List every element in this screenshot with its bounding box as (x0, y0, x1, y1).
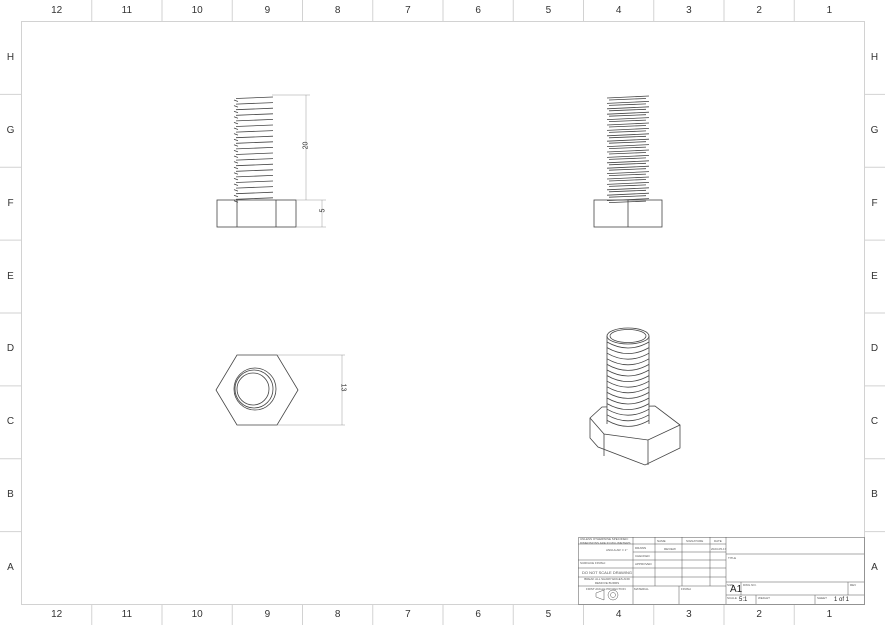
row-label-F: F (7, 197, 14, 209)
column-label-1: 1 (826, 609, 833, 620)
drawn-name: REVIEW (664, 547, 676, 551)
column-label-6: 6 (475, 5, 481, 16)
column-label-5: 5 (545, 5, 552, 16)
header-date: DATE (714, 539, 722, 543)
column-label-4: 4 (615, 609, 622, 620)
column-label-9: 9 (264, 609, 271, 620)
column-label-4: 4 (615, 5, 622, 16)
column-label-8: 8 (334, 5, 341, 16)
scale-label: SCALE (727, 596, 737, 600)
drawn-label: DRAWN (635, 546, 647, 550)
column-label-6: 6 (475, 609, 481, 620)
column-label-12: 12 (51, 609, 63, 620)
finish-label: FINISH (681, 587, 691, 591)
general-notes: UNLESS OTHERWISE SPECIFIED: DIMENSIONS A… (580, 537, 631, 545)
surface-finish: SURFACE FINISH: (580, 561, 606, 565)
isometric-view (589, 327, 681, 466)
row-label-H: H (6, 51, 15, 63)
row-label-E: E (871, 270, 878, 282)
column-label-3: 3 (686, 5, 692, 16)
checked-label: CHECKED (635, 554, 650, 558)
column-label-3: 3 (686, 609, 692, 620)
angular-tolerance: ANGULAR: ± 1° (606, 548, 628, 552)
column-label-9: 9 (264, 5, 271, 16)
dwg-no-label: DWG NO. (743, 583, 757, 587)
row-label-A: A (871, 562, 878, 574)
column-label-2: 2 (756, 609, 762, 620)
row-label-C: C (6, 416, 15, 428)
weight-label: WEIGHT (758, 596, 770, 600)
dim-across-flats: 13 (339, 383, 347, 392)
row-label-A: A (7, 562, 14, 574)
row-label-B: B (7, 489, 14, 501)
dim-thread-length: 20 (302, 141, 310, 150)
drawn-date: 2023-05-17 (711, 547, 727, 551)
title-label: TITLE (728, 556, 737, 560)
size-value: A1 (730, 584, 743, 595)
front-view (216, 94, 326, 228)
projection-label: FIRST ANGLE PROJECTION (586, 587, 626, 591)
row-label-D: D (6, 343, 15, 355)
column-label-10: 10 (191, 609, 203, 620)
column-label-7: 7 (405, 5, 411, 16)
row-label-B: B (871, 489, 878, 501)
approved-label: APPROVED (635, 562, 652, 566)
row-label-G: G (870, 124, 879, 136)
side-view (593, 95, 663, 228)
column-label-10: 10 (191, 5, 203, 16)
column-label-12: 12 (51, 5, 63, 16)
size-label: SIZE (727, 583, 734, 587)
row-label-H: H (870, 51, 879, 63)
header-name: NAME (657, 539, 666, 543)
header-signature: SIGNATURE (686, 539, 704, 543)
row-label-G: G (6, 124, 15, 136)
break-edges: BREAK ALL SHARP EDGES AND REMOVE BURRS (584, 577, 630, 585)
row-label-C: C (870, 416, 879, 428)
column-label-5: 5 (545, 609, 552, 620)
column-label-7: 7 (405, 609, 411, 620)
do-not-scale: DO NOT SCALE DRAWING (582, 570, 633, 575)
column-label-8: 8 (334, 609, 341, 620)
row-label-E: E (7, 270, 14, 282)
material-label: MATERIAL (634, 587, 649, 591)
column-label-11: 11 (121, 609, 133, 620)
sheet-label: SHEET (817, 596, 828, 600)
top-view (215, 354, 345, 426)
scale-value: 5:1 (739, 597, 748, 603)
column-label-1: 1 (826, 5, 833, 16)
title-block-frame (578, 537, 865, 605)
column-label-11: 11 (121, 5, 133, 16)
row-label-D: D (870, 343, 879, 355)
rev-label: REV (850, 583, 857, 587)
row-label-F: F (871, 197, 878, 209)
dim-head-height: 5 (319, 208, 327, 213)
column-label-2: 2 (756, 5, 762, 16)
sheet-value: 1 of 1 (834, 597, 850, 603)
